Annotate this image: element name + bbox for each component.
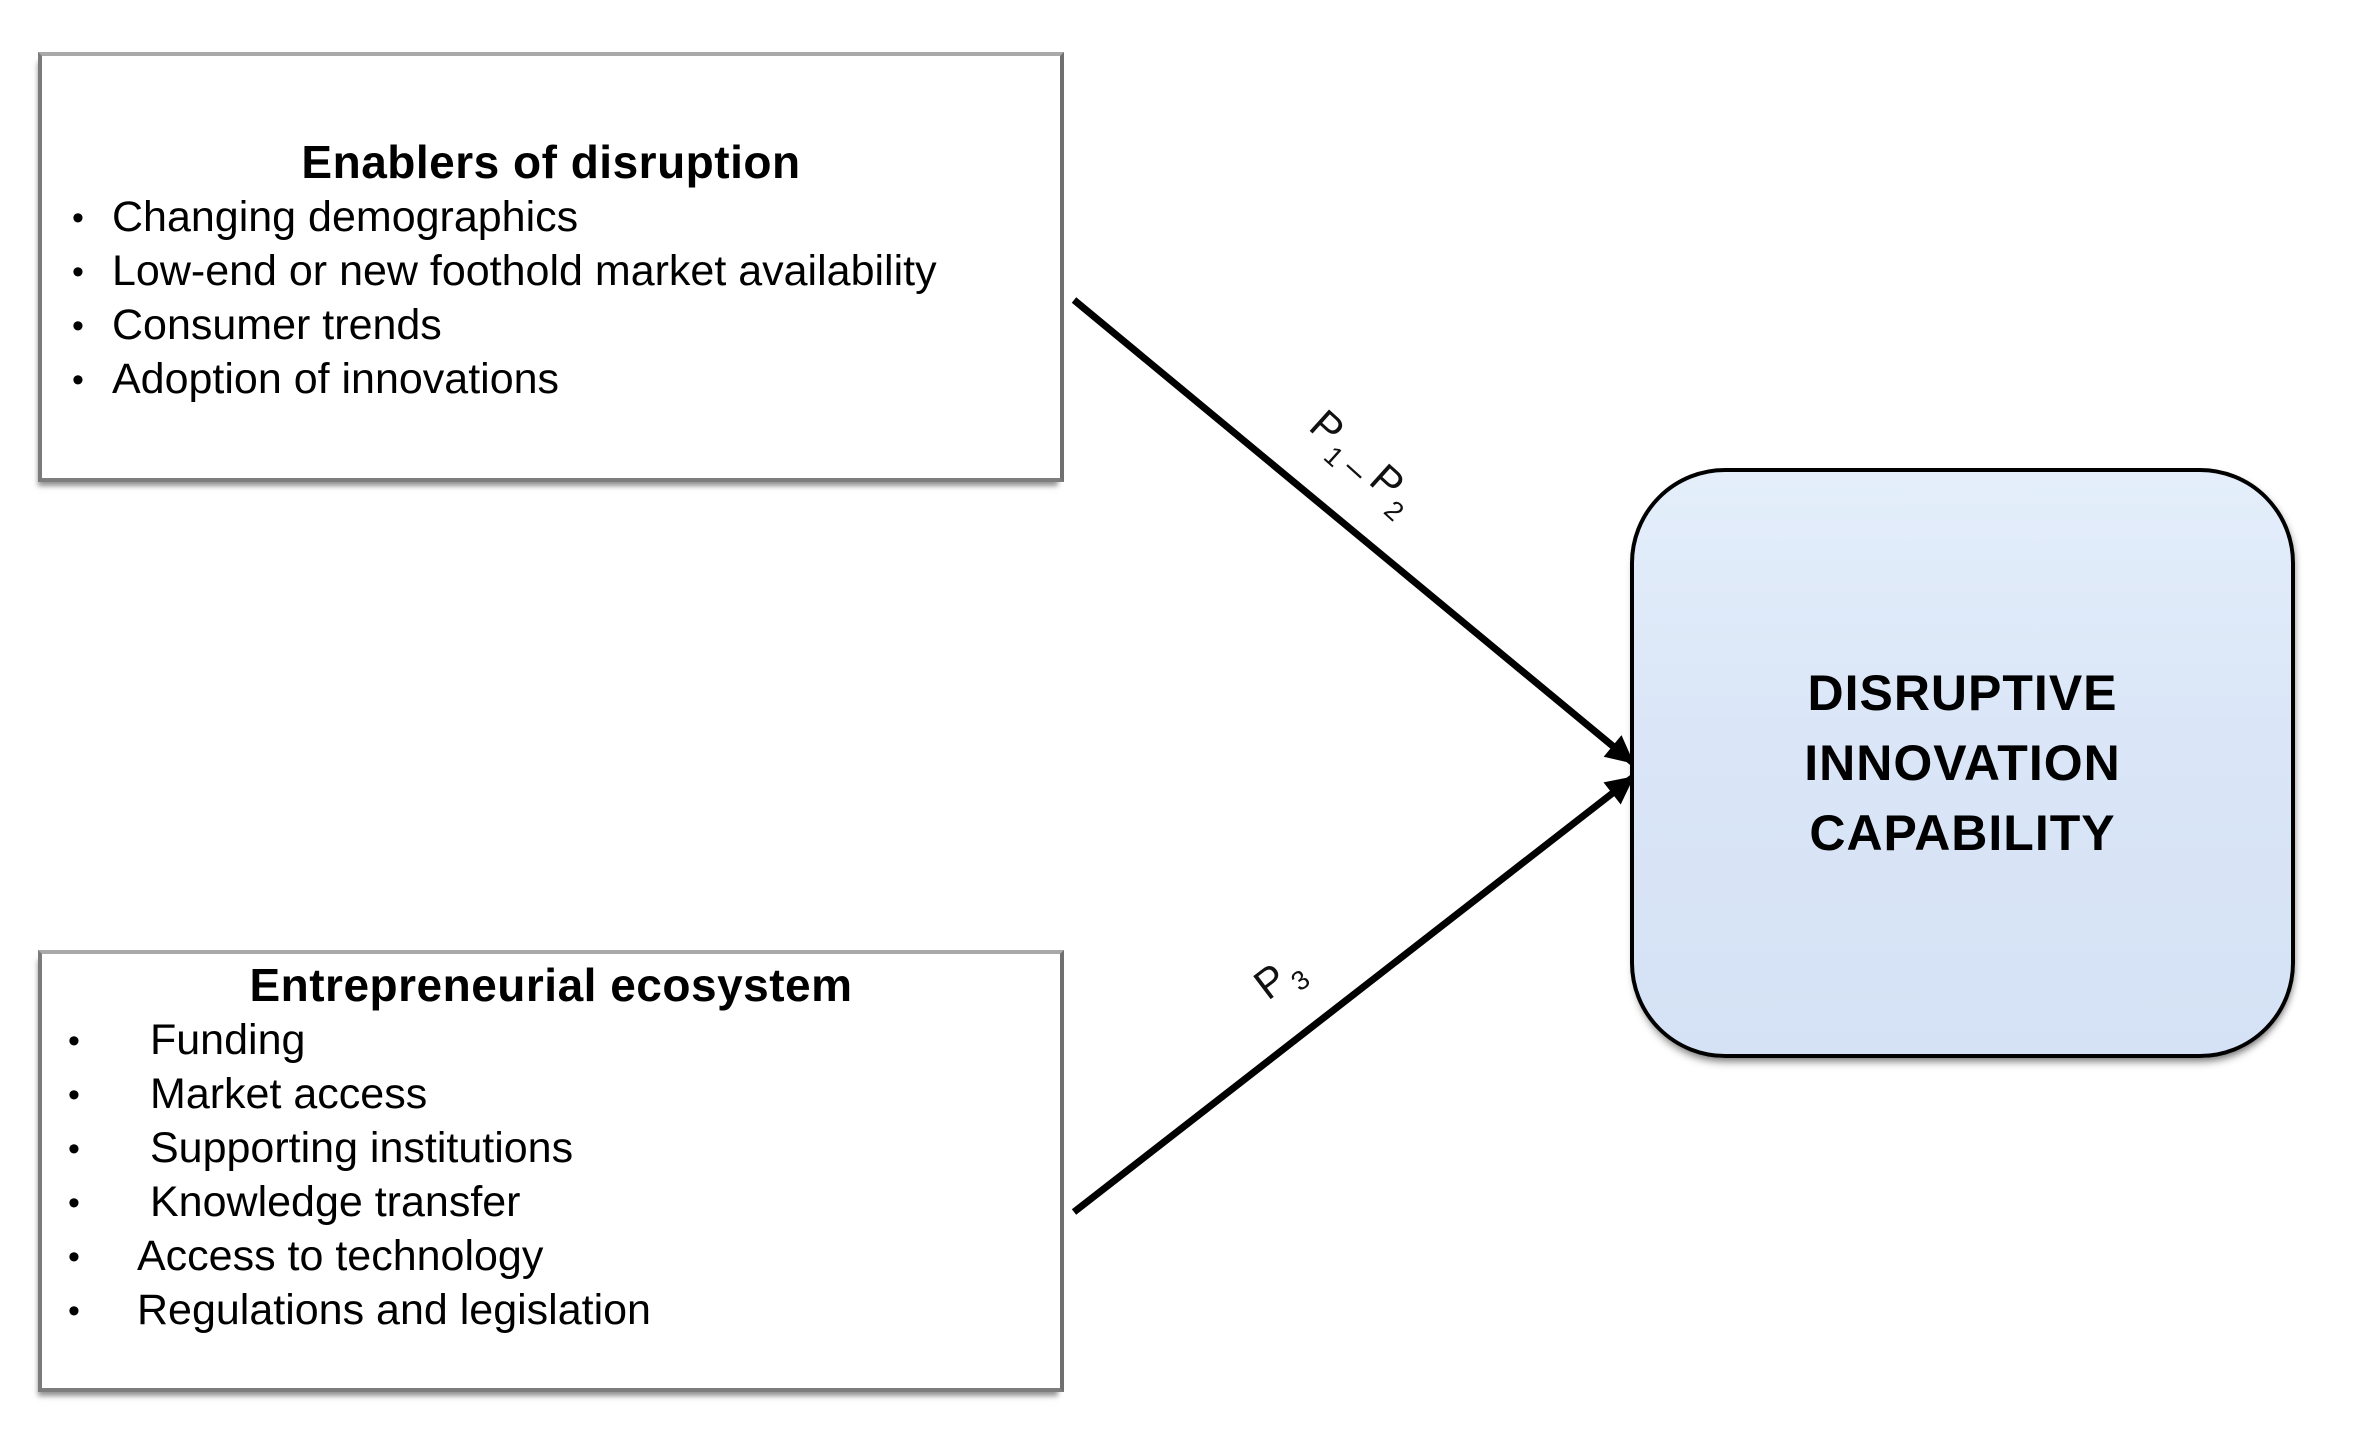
- arrow-p3: [1071, 775, 1635, 1215]
- list-item: • Consumer trends: [42, 298, 1060, 352]
- arrow-label-p3: P3: [1245, 954, 1316, 1009]
- arrow-label-p1p2: P1–P2: [1301, 400, 1414, 527]
- bullet-icon: •: [72, 307, 84, 345]
- ecosystem-title: Entrepreneurial ecosystem: [249, 959, 853, 1011]
- list-item: • Knowledge transfer: [42, 1175, 1060, 1229]
- bullet-icon: •: [68, 1130, 80, 1168]
- bullet-icon: •: [68, 1292, 80, 1330]
- enablers-list: • Changing demographics • Low-end or new…: [42, 190, 1060, 406]
- list-item: • Funding: [42, 1013, 1060, 1067]
- bullet-icon: •: [72, 361, 84, 399]
- capability-line: DISRUPTIVE: [1807, 665, 2118, 721]
- capability-box: DISRUPTIVE INNOVATION CAPABILITY: [1630, 468, 2295, 1058]
- capability-line: CAPABILITY: [1809, 805, 2116, 861]
- list-item: • Regulations and legislation: [42, 1283, 1060, 1337]
- bullet-icon: •: [68, 1022, 80, 1060]
- ecosystem-list: • Funding • Market access • Supporting i…: [42, 1013, 1060, 1337]
- list-item: • Low-end or new foothold market availab…: [42, 244, 1060, 298]
- list-item: • Adoption of innovations: [42, 352, 1060, 406]
- list-item: • Supporting institutions: [42, 1121, 1060, 1175]
- ecosystem-box: Entrepreneurial ecosystem • Funding • Ma…: [38, 950, 1064, 1392]
- list-item: • Access to technology: [42, 1229, 1060, 1283]
- enablers-title: Enablers of disruption: [301, 136, 801, 188]
- bullet-icon: •: [68, 1076, 80, 1114]
- bullet-icon: •: [68, 1184, 80, 1222]
- bullet-icon: •: [68, 1238, 80, 1276]
- list-item: • Market access: [42, 1067, 1060, 1121]
- list-item: • Changing demographics: [42, 190, 1060, 244]
- bullet-icon: •: [72, 253, 84, 291]
- arrow-p1p2: [1071, 297, 1635, 765]
- enablers-box: Enablers of disruption • Changing demogr…: [38, 52, 1064, 482]
- bullet-icon: •: [72, 199, 84, 237]
- capability-line: INNOVATION: [1804, 735, 2121, 791]
